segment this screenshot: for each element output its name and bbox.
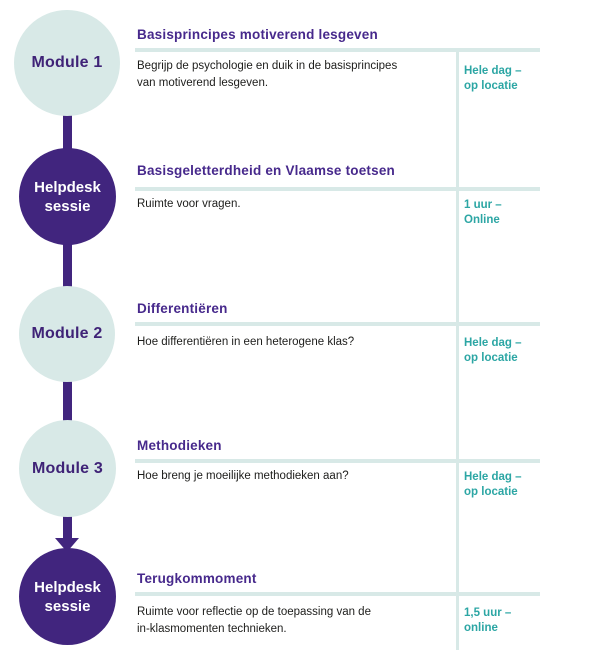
meta-line: Hele dag – bbox=[464, 337, 522, 349]
meta-line: online bbox=[464, 622, 498, 634]
node-module-2: Module 2 bbox=[19, 286, 115, 382]
section-body-1: Begrijp de psychologie en duik in de bas… bbox=[137, 58, 452, 92]
body-line: in-klasmomenten technieken. bbox=[137, 623, 287, 635]
section-title-4: Methodieken bbox=[137, 438, 222, 453]
section-divider-5 bbox=[135, 592, 540, 596]
section-divider-4 bbox=[135, 459, 540, 463]
node-label-line2: sessie bbox=[44, 197, 91, 215]
node-helpdesk-2: Helpdesk sessie bbox=[19, 548, 116, 645]
node-label: Module 1 bbox=[31, 54, 103, 71]
section-title-3: Differentiëren bbox=[137, 301, 228, 316]
section-body-2: Ruimte voor vragen. bbox=[137, 196, 452, 213]
body-line: Begrijp de psychologie en duik in de bas… bbox=[137, 60, 398, 72]
section-meta-1: Hele dag – op locatie bbox=[464, 64, 594, 94]
node-module-3: Module 3 bbox=[19, 420, 116, 517]
section-title-2: Basisgeletterdheid en Vlaamse toetsen bbox=[137, 163, 395, 178]
section-divider-3 bbox=[135, 322, 540, 326]
section-meta-2: 1 uur – Online bbox=[464, 198, 594, 228]
section-body-5: Ruimte voor reflectie op de toepassing v… bbox=[137, 604, 452, 638]
body-line: Hoe breng je moeilijke methodieken aan? bbox=[137, 470, 349, 482]
node-label: Module 2 bbox=[31, 325, 103, 342]
section-divider-2 bbox=[135, 187, 540, 191]
meta-line: op locatie bbox=[464, 80, 518, 92]
meta-line: op locatie bbox=[464, 486, 518, 498]
meta-line: 1,5 uur – bbox=[464, 607, 512, 619]
node-module-1: Module 1 bbox=[14, 10, 120, 116]
section-divider-1 bbox=[135, 48, 540, 52]
meta-column-divider bbox=[456, 48, 459, 650]
flow-connector-4 bbox=[63, 505, 72, 540]
body-line: van motiverend lesgeven. bbox=[137, 77, 269, 89]
node-label-line2: sessie bbox=[44, 597, 91, 615]
meta-line: Hele dag – bbox=[464, 471, 522, 483]
body-line: Hoe differentiëren in een heterogene kla… bbox=[137, 336, 355, 348]
meta-line: op locatie bbox=[464, 352, 518, 364]
meta-line: 1 uur – bbox=[464, 199, 502, 211]
section-meta-3: Hele dag – op locatie bbox=[464, 336, 594, 366]
section-title-5: Terugkommoment bbox=[137, 571, 257, 586]
node-label: Module 3 bbox=[32, 459, 103, 477]
meta-line: Hele dag – bbox=[464, 65, 522, 77]
node-label-line1: Helpdesk bbox=[34, 178, 101, 196]
flow-connector-3 bbox=[63, 370, 72, 432]
flow-connector-2 bbox=[63, 232, 72, 298]
section-body-4: Hoe breng je moeilijke methodieken aan? bbox=[137, 468, 452, 485]
section-meta-4: Hele dag – op locatie bbox=[464, 470, 594, 500]
node-helpdesk-1: Helpdesk sessie bbox=[19, 148, 116, 245]
node-label-line1: Helpdesk bbox=[34, 578, 101, 596]
section-meta-5: 1,5 uur – online bbox=[464, 606, 594, 636]
section-body-3: Hoe differentiëren in een heterogene kla… bbox=[137, 334, 452, 351]
body-line: Ruimte voor vragen. bbox=[137, 198, 241, 210]
flow-connector-1 bbox=[63, 100, 72, 160]
section-title-1: Basisprincipes motiverend lesgeven bbox=[137, 27, 378, 42]
meta-line: Online bbox=[464, 214, 500, 226]
body-line: Ruimte voor reflectie op de toepassing v… bbox=[137, 606, 371, 618]
